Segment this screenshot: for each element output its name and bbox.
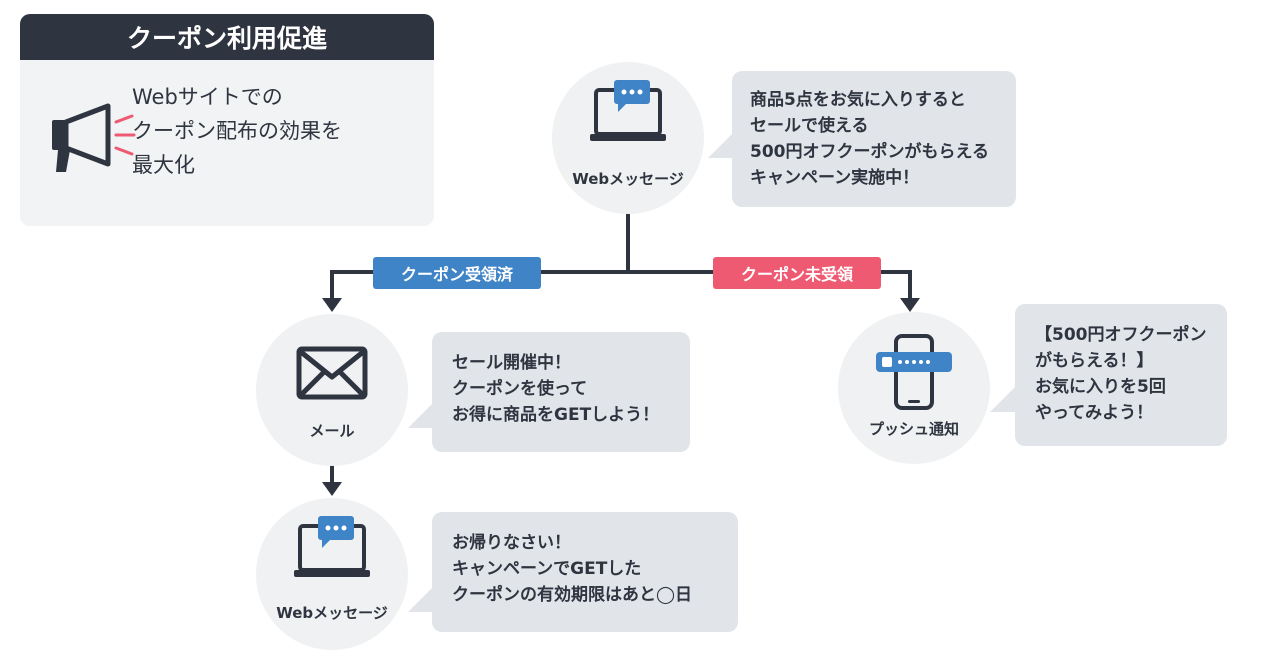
node-label: Webメッセージ [276,604,388,622]
node-label: プッシュ通知 [868,420,959,438]
speech-bubble-web-message-2: お帰りなさい！ キャンペーンでGETした クーポンの有効期限はあと◯日 [432,512,738,632]
arrow-down-icon [900,298,920,312]
node-web-message-2: Webメッセージ [256,498,408,650]
envelope-icon [296,346,368,400]
title-description: Webサイトでの クーポン配布の効果を 最大化 [132,85,342,177]
branch-tag-not-received: クーポン未受領 [713,257,881,289]
laptop-message-icon [294,516,370,577]
title-bar: クーポン利用促進 [20,14,434,60]
node-label: メール [309,422,355,440]
arrow-down-icon [322,298,342,312]
node-top-web-message: Webメッセージ [552,62,704,214]
bubble-tail [408,400,436,428]
branch-tag-received: クーポン受領済 [373,257,541,289]
smartphone-notification-icon [876,334,952,410]
laptop-message-icon [590,80,666,141]
node-label: Webメッセージ [572,170,684,188]
bubble-tail [408,584,436,612]
speech-bubble-push: 【500円オフクーポン がもらえる！】 お気に入りを5回 やってみよう！ [1015,304,1227,446]
node-push: プッシュ通知 [838,312,990,464]
speech-bubble-top: 商品5点をお気に入りすると セールで使える 500円オフクーポンがもらえる キャ… [732,71,1016,207]
node-mail: メール [256,314,408,466]
bubble-tail [990,384,1018,412]
title-card: クーポン利用促進 Webサイトでの クーポン配布の効果を 最大化 [20,14,434,226]
arrow-down-icon [322,482,342,496]
bubble-tail [708,130,736,158]
megaphone-icon [52,103,136,172]
speech-bubble-mail: セール開催中！ クーポンを使って お得に商品をGETしよう！ [432,332,690,452]
